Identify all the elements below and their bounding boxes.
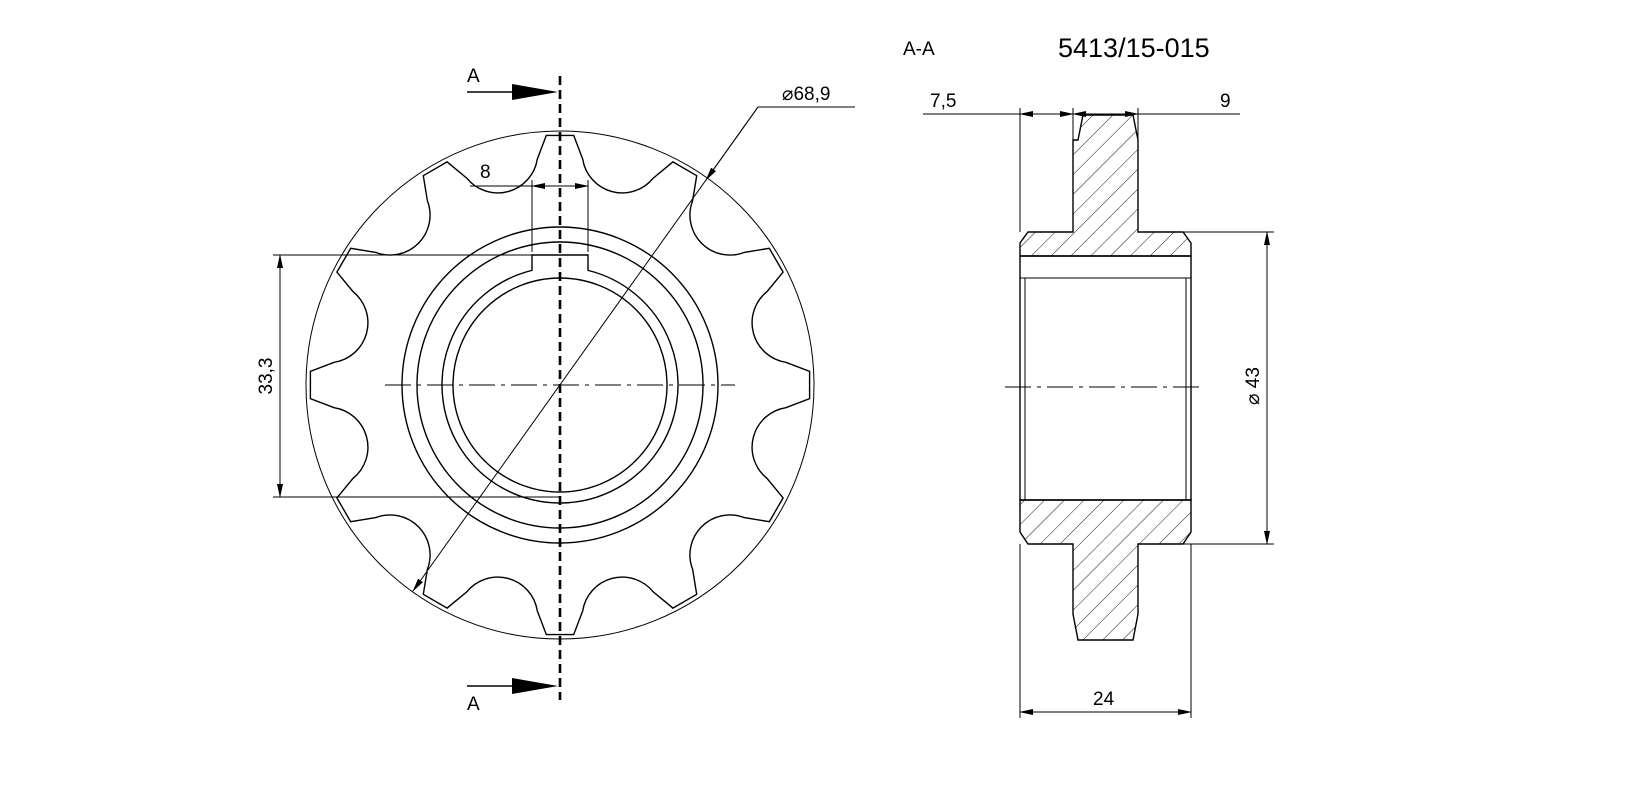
- tip-diameter-arrow-top: [705, 106, 759, 181]
- hub-height-label: 33,3: [256, 358, 277, 395]
- section-hatch-top: [1019, 114, 1192, 257]
- hub-offset-label: 7,5: [930, 91, 956, 112]
- bore-with-keyway: [441, 254, 679, 504]
- tip-diameter-label: ⌀68,9: [782, 84, 830, 105]
- part-number: 5413/15-015: [1058, 33, 1210, 63]
- diameter-symbol-2: ⌀: [1243, 393, 1264, 404]
- section-view: A-A 5413/15-015 7,5 9 ⌀ 43 24: [903, 33, 1274, 718]
- sprocket-outline: [309, 134, 811, 636]
- diameter-symbol: ⌀: [782, 84, 793, 105]
- tip-diameter-value: 68,9: [793, 84, 830, 105]
- section-label: A-A: [903, 39, 935, 60]
- section-hatch-bottom: [1019, 499, 1192, 641]
- tip-diameter-leader: [412, 106, 759, 592]
- section-bore: [1019, 255, 1192, 501]
- section-arrow-top-head: [512, 84, 558, 100]
- cut-marker-bottom: A: [467, 694, 480, 715]
- cut-marker-top: A: [467, 66, 480, 87]
- hub-diameter-value: 43: [1243, 367, 1264, 388]
- hub-diameter-label: ⌀ 43: [1243, 367, 1264, 405]
- tooth-thickness-label: 9: [1220, 91, 1231, 112]
- total-width-label: 24: [1093, 689, 1115, 710]
- section-arrow-bottom-head: [512, 678, 558, 694]
- keyway-width-label: 8: [480, 162, 491, 183]
- front-view: A A 8 33,3 ⌀68,9: [256, 66, 855, 715]
